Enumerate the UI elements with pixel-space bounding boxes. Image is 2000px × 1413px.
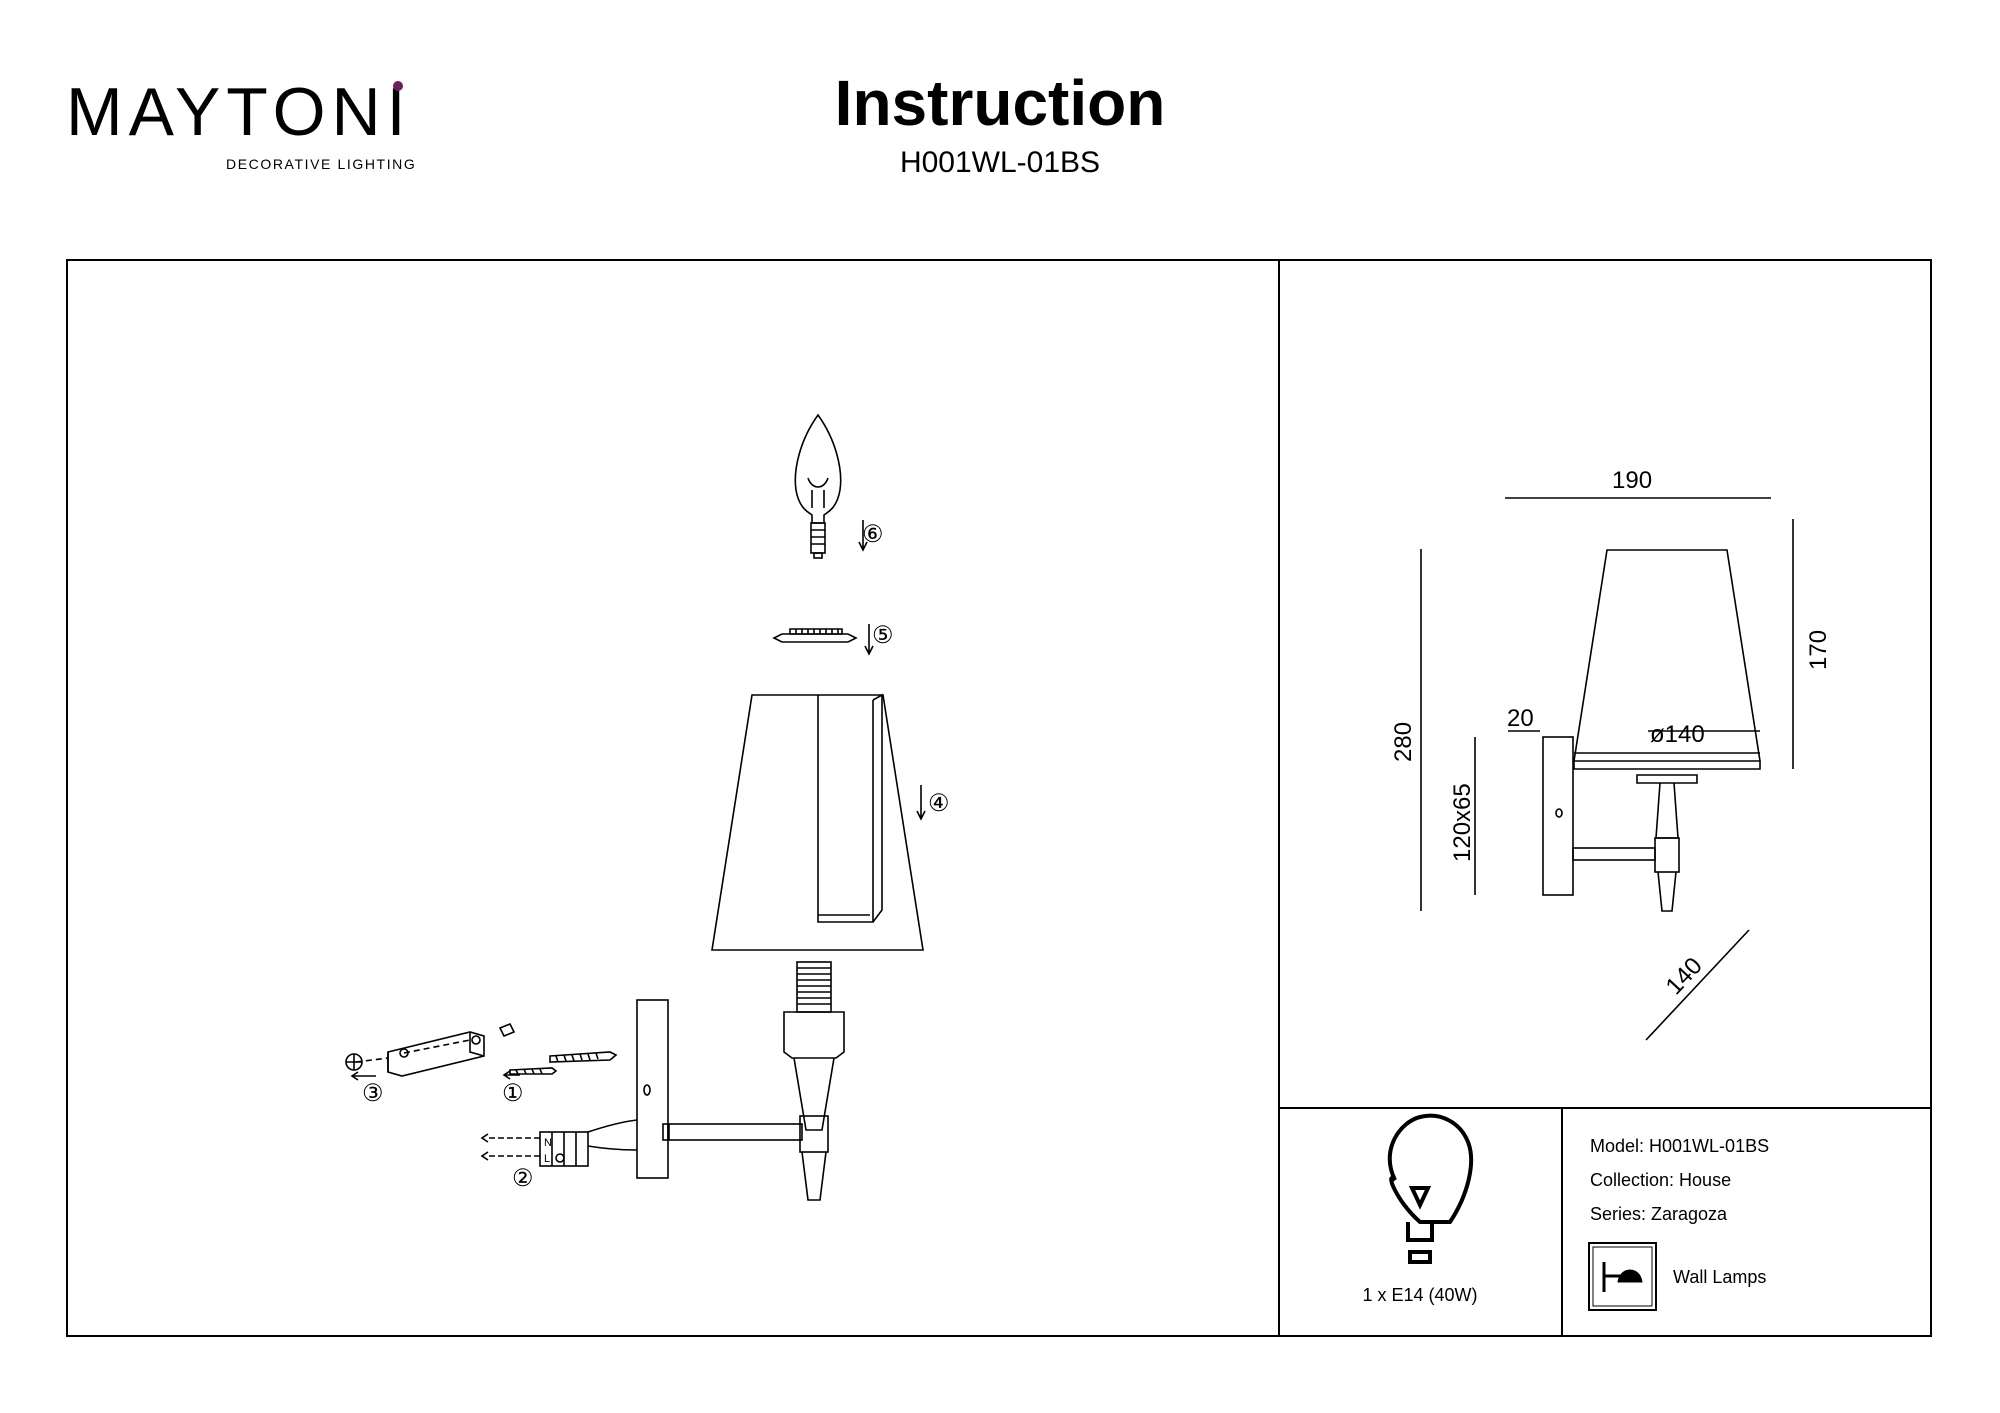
wire-terminal	[480, 1119, 638, 1167]
assembly-view	[345, 413, 926, 1201]
dim-shade-diameter: ø140	[1650, 721, 1705, 748]
socket-part	[783, 961, 845, 1201]
step-label-2: ②	[512, 1166, 534, 1192]
brand-logo: MAYTONI	[66, 78, 412, 146]
step-label-4: ④	[928, 791, 950, 817]
instruction-frame	[66, 259, 1932, 1337]
wire-label-l: L	[544, 1153, 550, 1165]
dim-wall-plate	[1542, 736, 1574, 896]
product-info: Model: H001WL-01BS Collection: House Ser…	[1590, 1136, 1769, 1287]
dim-line-projection	[1645, 929, 1750, 1041]
wire-label-n: N	[544, 1137, 552, 1149]
bracket-part	[345, 1022, 516, 1077]
info-model: Model: H001WL-01BS	[1590, 1136, 1769, 1156]
dim-total-height: 280	[1390, 722, 1417, 762]
dimension-drawing	[1420, 497, 1794, 1041]
screw-parts	[509, 1051, 618, 1075]
dim-shade-height: 170	[1805, 630, 1832, 670]
brand-name: MAYTONI	[66, 74, 412, 150]
step-label-5: ⑤	[872, 623, 894, 649]
step-labels: ⑥ ⑤ ④ ① ③ ②	[362, 522, 950, 1192]
ring-part	[772, 628, 858, 643]
bulb-icon	[1387, 1113, 1474, 1264]
dim-depth: 20	[1507, 705, 1534, 732]
dimension-labels: 190 170 280 120x65 20 ø140 140	[1390, 467, 1832, 1000]
page-title: Instruction	[834, 67, 1166, 139]
wall-plate	[636, 999, 670, 1179]
arm-part	[667, 1123, 803, 1141]
dim-projection: 140	[1661, 952, 1708, 1000]
brand-accent-dot	[393, 81, 403, 91]
shade-part	[711, 693, 924, 951]
wall-lamp-icon	[1588, 1242, 1657, 1311]
bulb-part	[794, 413, 842, 559]
dim-width: 190	[1612, 467, 1652, 494]
step-label-1: ①	[502, 1081, 524, 1107]
dim-plate-size: 120x65	[1449, 783, 1476, 862]
bulb-spec: 1 x E14 (40W)	[1362, 1285, 1477, 1305]
step-label-3: ③	[362, 1081, 384, 1107]
step-label-6: ⑥	[862, 522, 884, 548]
model-code: H001WL-01BS	[899, 146, 1101, 179]
info-collection: Collection: House	[1590, 1170, 1731, 1190]
info-series: Series: Zaragoza	[1590, 1204, 1728, 1224]
brand-tagline: DECORATIVE LIGHTING	[226, 156, 417, 172]
frame-dividers	[1278, 259, 1932, 1337]
step-arrows	[350, 520, 926, 1081]
wire-labels: N L	[544, 1137, 552, 1165]
info-category: Wall Lamps	[1673, 1267, 1766, 1287]
